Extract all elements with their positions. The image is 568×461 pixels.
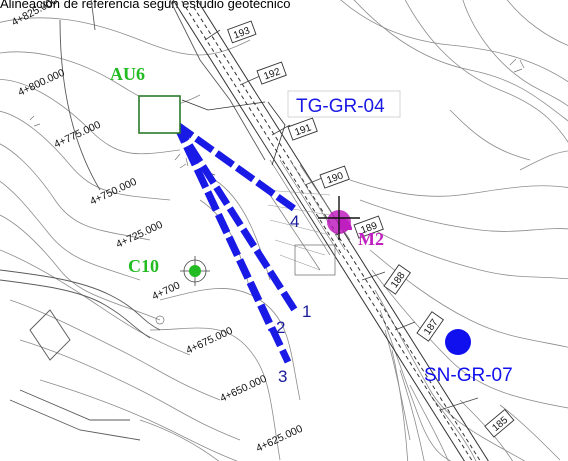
chainage-label: 4+825.000 — [10, 0, 60, 29]
profile-lines — [172, 121, 299, 364]
sn-gr-07-marker[interactable] — [445, 329, 471, 355]
chainage-label: 4+700 — [150, 279, 182, 302]
leader-line — [181, 99, 266, 111]
leader-line — [267, 101, 286, 166]
chainage-label: 4+750.000 — [88, 176, 138, 208]
m2-marker[interactable] — [318, 196, 360, 243]
chainage-labels: 4+825.000 4+800.000 4+775.000 4+750.000 … — [10, 0, 305, 455]
tg-gr-04-label: TG-GR-04 — [296, 96, 385, 117]
c10-label: C10 — [128, 256, 159, 276]
profile-number-1: 1 — [302, 302, 311, 321]
c10-marker[interactable] — [180, 256, 210, 286]
profile-line-4 — [173, 121, 299, 213]
au6-label: AU6 — [110, 64, 145, 84]
sn-gr-07-label: SN-GR-07 — [424, 365, 513, 386]
chainage-label: 4+625.000 — [254, 423, 304, 455]
header-caption: Alineación de referencia según estudio g… — [0, 0, 291, 11]
profile-line-1 — [173, 122, 299, 314]
profile-number-4: 4 — [290, 212, 299, 231]
au6-marker[interactable] — [138, 95, 181, 134]
profile-line-3 — [172, 122, 292, 364]
profile-number-2: 2 — [276, 318, 285, 337]
profile-number-3: 3 — [278, 367, 287, 386]
m2-label: M2 — [358, 229, 384, 249]
chainage-label: 4+800.000 — [16, 67, 66, 99]
vegetation-marks — [29, 58, 525, 325]
chainage-label: 4+650.000 — [218, 373, 268, 405]
chainage-label: 4+675.000 — [184, 325, 234, 357]
